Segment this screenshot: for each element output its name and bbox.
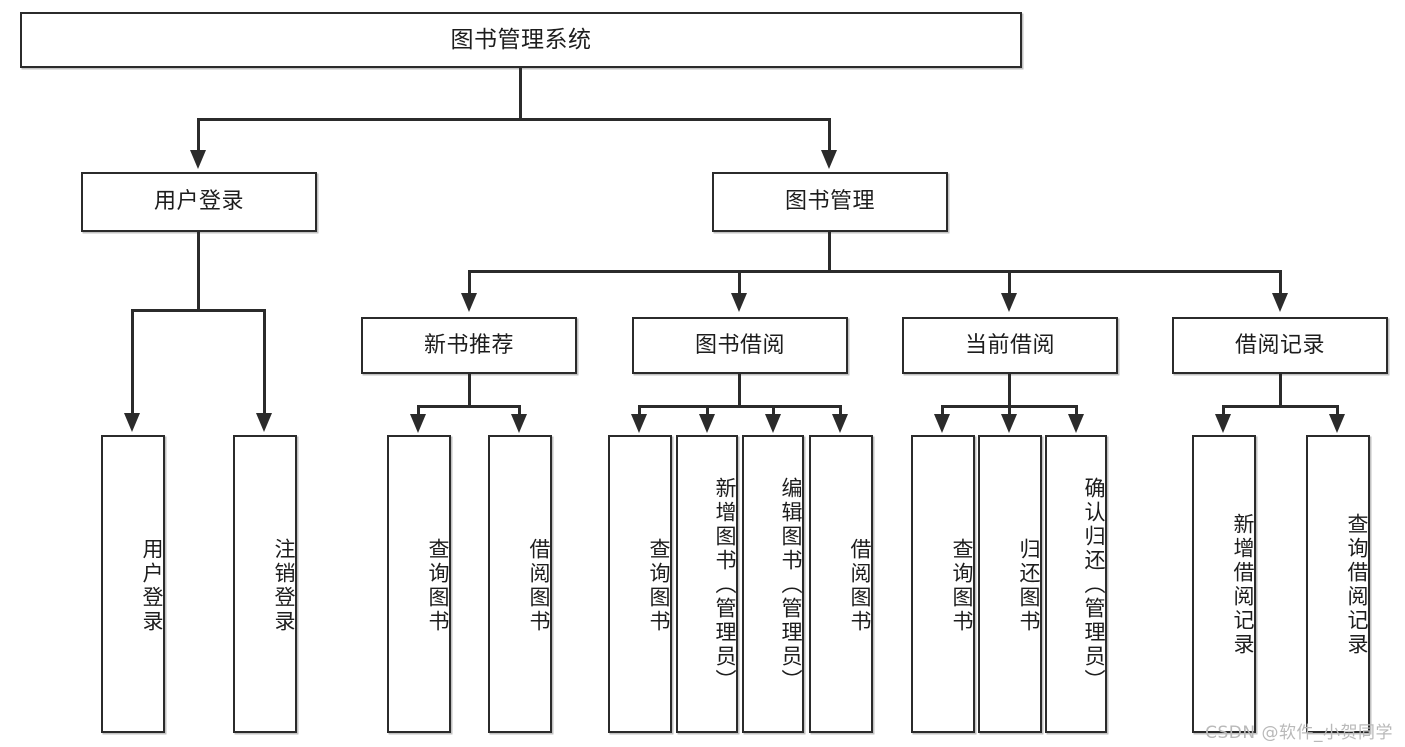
arrowhead-leaf-borrow-book-1 [511,414,527,433]
arrowhead-book-manage [821,150,837,169]
edge-cb-child3 [1075,405,1078,415]
edge-bb-child2 [706,405,709,415]
arrowhead-new-book-recommend [461,293,477,312]
edge-book-borrow-stem [738,374,741,408]
node-leaf-add-record[interactable]: 新增借阅记录 [1192,435,1256,733]
edge-br-child2 [1336,405,1339,415]
edge-user-login-child1 [131,309,134,414]
arrowhead-leaf-add-book [699,414,715,433]
edge-to-new-book-recommend [468,270,471,294]
node-leaf-edit-book[interactable]: 编辑图书（管理员） [742,435,804,733]
node-book-borrow-label: 图书借阅 [694,332,785,358]
node-leaf-confirm-return-label: 确认归还（管理员） [1082,477,1106,693]
node-leaf-query-book-3[interactable]: 查询图书 [911,435,975,733]
node-leaf-query-book-3-label: 查询图书 [950,538,974,634]
arrowhead-leaf-add-record [1215,414,1231,433]
edge-to-book-borrow [738,270,741,294]
node-leaf-query-book-1-label: 查询图书 [426,538,450,634]
node-current-borrow-label: 当前借阅 [964,332,1055,358]
edge-book-manage-stem [828,232,831,272]
arrowhead-leaf-query-record [1329,414,1345,433]
edge-to-book-manage [828,118,831,151]
edge-to-current-borrow [1008,270,1011,294]
node-leaf-user-logout-label: 注销登录 [272,538,296,634]
edge-borrow-record-stem [1279,374,1282,408]
arrowhead-borrow-record [1272,293,1288,312]
arrowhead-leaf-user-logout [256,413,272,432]
edge-bb-child4 [839,405,842,415]
arrowhead-user-login [190,150,206,169]
node-user-login[interactable]: 用户登录 [81,172,317,232]
edge-nbr-child1 [417,405,420,415]
arrowhead-leaf-query-book-3 [934,414,950,433]
node-leaf-return-book-label: 归还图书 [1017,538,1041,634]
arrowhead-leaf-confirm-return [1068,414,1084,433]
edge-to-user-login [197,118,200,151]
edge-cb-child1 [941,405,944,415]
node-leaf-borrow-book-1-label: 借阅图书 [527,538,551,634]
node-root-label: 图书管理系统 [450,26,592,53]
node-book-borrow[interactable]: 图书借阅 [632,317,848,374]
edge-borrow-record-bar [1222,405,1339,408]
arrowhead-book-borrow [731,293,747,312]
edge-new-book-recommend-stem [468,374,471,408]
node-leaf-add-book-label: 新增图书（管理员） [713,477,737,693]
arrowhead-current-borrow [1001,293,1017,312]
node-leaf-user-logout[interactable]: 注销登录 [233,435,297,733]
node-leaf-query-record[interactable]: 查询借阅记录 [1306,435,1370,733]
node-leaf-return-book[interactable]: 归还图书 [978,435,1042,733]
arrowhead-leaf-borrow-book-2 [832,414,848,433]
edge-user-login-child2 [263,309,266,414]
node-new-book-recommend[interactable]: 新书推荐 [361,317,577,374]
node-leaf-borrow-book-2[interactable]: 借阅图书 [809,435,873,733]
node-leaf-add-book[interactable]: 新增图书（管理员） [676,435,738,733]
arrowhead-leaf-query-book-2 [631,414,647,433]
node-leaf-user-login[interactable]: 用户登录 [101,435,165,733]
node-new-book-recommend-label: 新书推荐 [423,332,514,358]
node-book-manage-label: 图书管理 [784,189,875,215]
edge-current-borrow-stem [1008,374,1011,408]
node-leaf-user-login-label: 用户登录 [140,538,164,634]
arrowhead-leaf-edit-book [765,414,781,433]
edge-root-stem [519,68,522,120]
edge-bb-child3 [772,405,775,415]
edge-cb-child2 [1008,405,1011,415]
node-leaf-query-book-2[interactable]: 查询图书 [608,435,672,733]
edge-new-book-recommend-bar [417,405,521,408]
node-leaf-add-record-label: 新增借阅记录 [1231,513,1255,657]
node-book-manage[interactable]: 图书管理 [712,172,948,232]
node-root-system[interactable]: 图书管理系统 [20,12,1022,68]
node-leaf-borrow-book-1[interactable]: 借阅图书 [488,435,552,733]
edge-level2-bar [468,270,1282,273]
node-leaf-query-book-1[interactable]: 查询图书 [387,435,451,733]
node-leaf-borrow-book-2-label: 借阅图书 [848,538,872,634]
node-borrow-record[interactable]: 借阅记录 [1172,317,1388,374]
node-leaf-query-record-label: 查询借阅记录 [1345,513,1369,657]
edge-nbr-child2 [518,405,521,415]
arrowhead-leaf-return-book [1001,414,1017,433]
edge-level1-bar [197,118,831,121]
node-leaf-query-book-2-label: 查询图书 [647,538,671,634]
arrowhead-leaf-query-book-1 [410,414,426,433]
edge-to-borrow-record [1279,270,1282,294]
edge-user-login-stem [197,232,200,311]
edge-user-login-bar [131,309,266,312]
node-leaf-confirm-return[interactable]: 确认归还（管理员） [1045,435,1107,733]
node-borrow-record-label: 借阅记录 [1234,332,1325,358]
node-user-login-label: 用户登录 [153,189,244,215]
arrowhead-leaf-user-login [124,413,140,432]
node-current-borrow[interactable]: 当前借阅 [902,317,1118,374]
node-leaf-edit-book-label: 编辑图书（管理员） [779,477,803,693]
edge-book-borrow-bar [638,405,842,408]
edge-br-child1 [1222,405,1225,415]
edge-bb-child1 [638,405,641,415]
